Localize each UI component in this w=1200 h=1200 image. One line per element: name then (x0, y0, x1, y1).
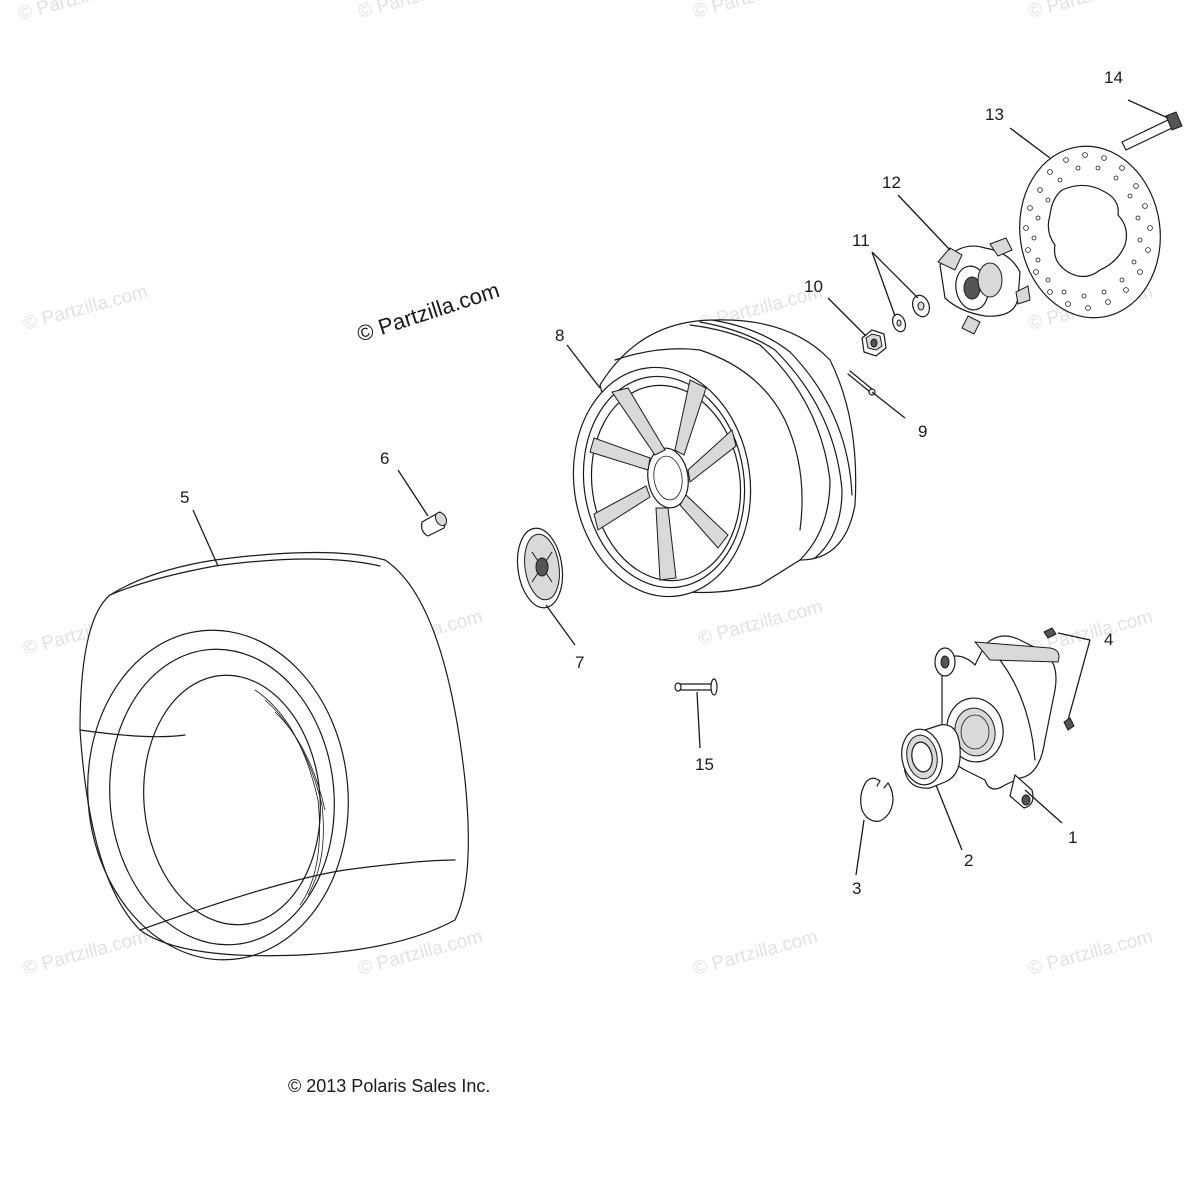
callout-3: 3 (852, 879, 861, 898)
watermark: © Partzilla.com (691, 0, 820, 23)
callout-1: 1 (1068, 828, 1077, 847)
partzilla-watermark: © Partzilla.com (354, 277, 503, 347)
callout-9: 9 (918, 422, 927, 441)
washers-drawing (891, 294, 931, 333)
brake-disc-drawing (1019, 145, 1161, 319)
callout-12: 12 (882, 173, 901, 192)
callout-2: 2 (964, 851, 973, 870)
watermark: © Partzilla.com (1026, 926, 1155, 979)
watermark: © Partzilla.com (356, 0, 485, 23)
brake-disc-holes (1023, 152, 1153, 311)
wheel-stud-drawing (674, 678, 718, 696)
watermark: © Partzilla.com (16, 0, 145, 25)
watermark: © Partzilla.com (691, 926, 820, 979)
callout-7: 7 (575, 653, 584, 672)
retaining-ring-drawing (860, 777, 894, 822)
callout-15: 15 (695, 755, 714, 774)
watermark: © Partzilla.com (696, 596, 825, 649)
knuckle-drawing (934, 635, 1060, 809)
bearing-drawing (901, 724, 961, 789)
callout-6: 6 (380, 449, 389, 468)
callout-5: 5 (180, 488, 189, 507)
tire-drawing (79, 551, 469, 961)
callout-13: 13 (985, 105, 1004, 124)
cotter-pin-drawing (847, 370, 876, 396)
copyright-notice: © 2013 Polaris Sales Inc. (288, 1076, 490, 1096)
callout-4: 4 (1104, 630, 1113, 649)
wheel-spokes (589, 379, 737, 581)
watermark: © Partzilla.com (1026, 0, 1155, 23)
callout-14: 14 (1104, 68, 1123, 87)
wheel-drawing (572, 319, 857, 598)
leader-lines (192, 99, 1169, 876)
callout-11: 11 (852, 231, 870, 250)
castle-nut-drawing (861, 329, 887, 357)
hub-drawing (937, 237, 1031, 335)
disc-bolt-drawing (1121, 111, 1183, 151)
callout-8: 8 (555, 326, 564, 345)
callout-10: 10 (804, 277, 823, 296)
watermark: © Partzilla.com (21, 926, 150, 979)
callout-labels: 1 2 3 4 5 6 7 8 9 10 11 12 13 14 15 (180, 68, 1123, 898)
watermark: © Partzilla.com (21, 281, 150, 334)
center-cap-drawing (516, 527, 564, 609)
valve-stem-drawing (421, 511, 448, 537)
